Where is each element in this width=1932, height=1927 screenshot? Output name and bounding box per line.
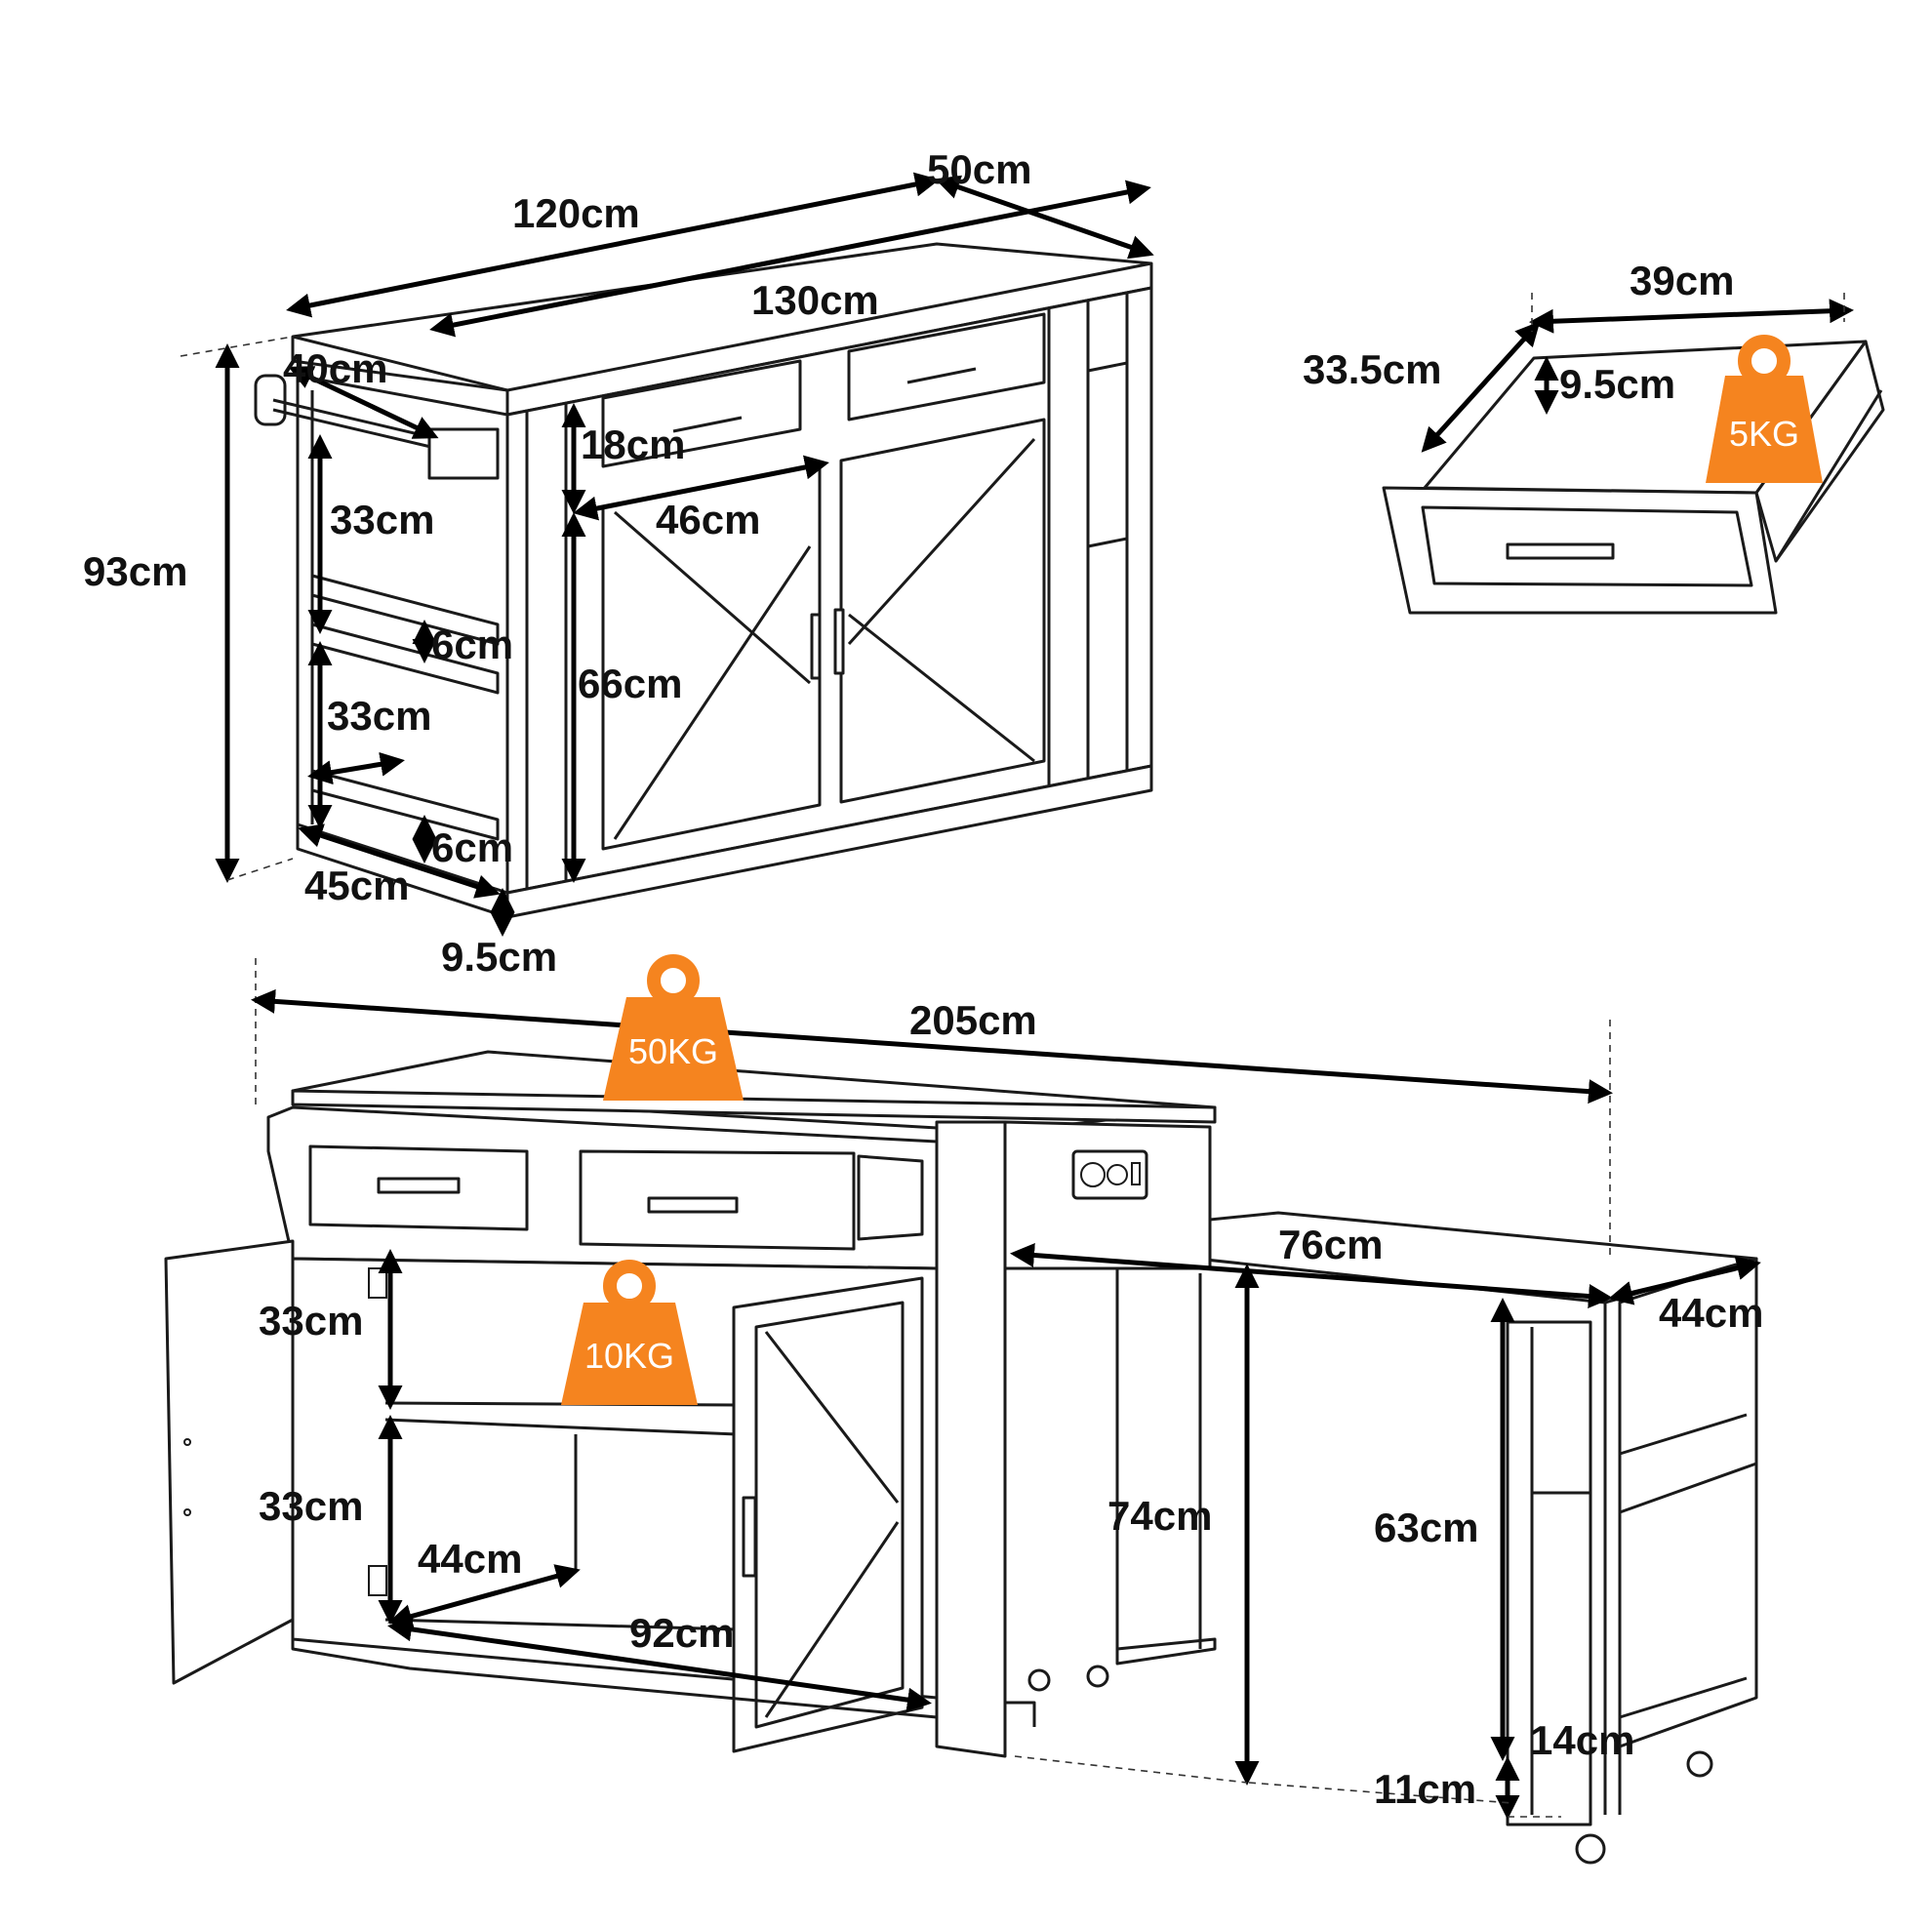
dim-top-depth: 50cm — [927, 146, 1031, 192]
dim-towel-rail: 40cm — [283, 345, 387, 391]
weight-icon — [1706, 335, 1823, 483]
towel-bar-bracket — [254, 374, 287, 426]
dim-door-height: 66cm — [578, 661, 682, 706]
dim-ext-top: 76cm — [1278, 1222, 1383, 1267]
dim-shelf-gap2: 6cm — [431, 824, 513, 870]
dim-drawer-width: 46cm — [656, 497, 760, 542]
bottom-unit-drawing — [164, 1050, 1758, 1865]
dim-top-full-width: 130cm — [751, 277, 879, 323]
weight-shelf-label: 10KG — [584, 1336, 674, 1376]
dim-extended-width: 205cm — [909, 997, 1037, 1043]
caster-icon — [1027, 1665, 1713, 1865]
dim-top-width: 120cm — [512, 190, 640, 236]
dim-shelf2: 33cm — [327, 693, 431, 739]
drawer-handle — [1506, 542, 1615, 560]
dim-shelf-gap1: 6cm — [431, 622, 513, 667]
dim-ext-height: 63cm — [1374, 1505, 1478, 1550]
dim-drawer-inner-height: 9.5cm — [1559, 361, 1675, 407]
dim-top-height: 93cm — [83, 548, 187, 594]
top-unit-drawing — [254, 242, 1153, 919]
weight-drawer-label: 5KG — [1729, 414, 1799, 454]
dim-drawer-width: 39cm — [1630, 258, 1734, 303]
bottom-unit-dimensions — [251, 958, 1761, 1820]
weight-top-label: 50KG — [628, 1031, 718, 1071]
dim-ext-depth: 44cm — [1659, 1290, 1763, 1336]
dim-bottom-height: 74cm — [1107, 1493, 1212, 1539]
drawer-dimensions — [1421, 293, 1854, 453]
dim-drawer-height: 18cm — [581, 422, 685, 467]
left-door — [164, 1239, 295, 1685]
dim-base: 9.5cm — [441, 934, 557, 980]
dim-shelf1: 33cm — [330, 497, 434, 542]
weight-icon-shelf — [561, 1260, 698, 1405]
dim-inner-depth: 44cm — [418, 1536, 522, 1582]
towel-bar-bracket-right — [427, 427, 500, 480]
dim-wheel: 14cm — [1530, 1717, 1634, 1763]
weight-icon-top — [603, 954, 744, 1101]
dim-shelf-depth: 45cm — [304, 863, 409, 908]
dim-bottom-shelf2: 33cm — [259, 1483, 363, 1529]
dim-inner-width: 92cm — [629, 1610, 734, 1656]
top-unit-dimensions — [180, 172, 1154, 937]
dim-bottom-shelf1: 33cm — [259, 1298, 363, 1344]
dim-clearance: 11cm — [1374, 1766, 1476, 1812]
outlet-icon — [1071, 1149, 1148, 1200]
dim-drawer-depth: 33.5cm — [1303, 346, 1441, 392]
